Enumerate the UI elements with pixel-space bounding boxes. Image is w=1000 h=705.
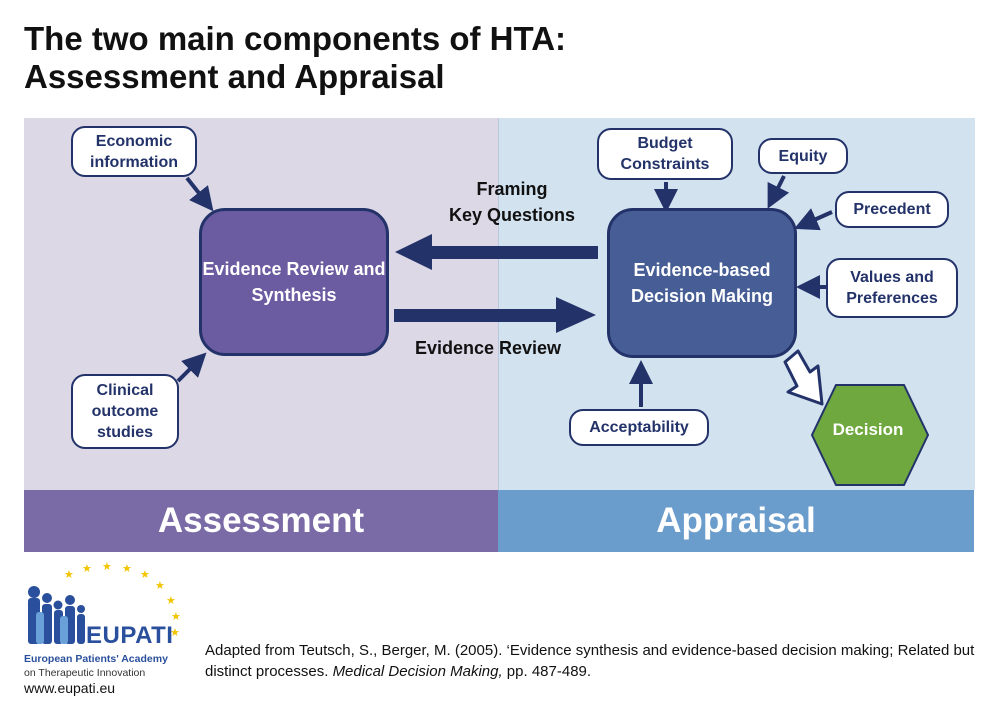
page-title: The two main components of HTA: Assessme… (24, 20, 566, 96)
title-line-2: Assessment and Appraisal (24, 58, 445, 95)
eupati-logo-line-2: on Therapeutic Innovation (24, 667, 146, 679)
node-values-preferences: Values and Preferences (826, 258, 958, 318)
framing-label: Framing Key Questions (412, 176, 612, 228)
eupati-logo-name: EUPATI (86, 622, 174, 649)
decision-arrow (783, 349, 824, 406)
evidence-review-arrow (394, 297, 596, 333)
appraisal-band: Appraisal (498, 490, 974, 552)
svg-text:★: ★ (166, 595, 176, 607)
assessment-band: Assessment (24, 490, 498, 552)
economic-arrow (185, 176, 214, 212)
decision-hexagon (810, 384, 930, 486)
citation-pages: pp. 487-489. (502, 663, 592, 680)
citation-journal: Medical Decision Making, (332, 663, 503, 680)
svg-text:★: ★ (122, 563, 132, 575)
node-budget-constraints: Budget Constraints (597, 128, 733, 180)
svg-text:★: ★ (82, 563, 92, 575)
node-equity: Equity (758, 138, 848, 174)
node-acceptability: Acceptability (569, 409, 709, 446)
eupati-logo-graphic: ★ ★ ★ ★ ★ ★ ★ ★ ★ (28, 562, 181, 644)
precedent-arrow (794, 208, 833, 231)
equity-arrow (767, 175, 790, 209)
node-clinical-outcome-studies: Clinical outcome studies (71, 374, 179, 449)
citation-text: Adapted from Teutsch, S., Berger, M. (20… (205, 642, 975, 680)
svg-text:★: ★ (171, 611, 181, 623)
node-evidence-review-synthesis: Evidence Review and Synthesis (199, 208, 389, 356)
eupati-logo: ★ ★ ★ ★ ★ ★ ★ ★ ★ EUPATI European Pa (24, 562, 194, 702)
title-line-1: The two main components of HTA: (24, 20, 567, 57)
eupati-logo-url: www.eupati.eu (24, 680, 116, 696)
node-evidence-based-decision-making: Evidence-based Decision Making (607, 208, 797, 358)
svg-text:★: ★ (102, 562, 112, 573)
svg-text:★: ★ (64, 569, 74, 581)
framing-label-line-2: Key Questions (448, 205, 576, 225)
node-precedent: Precedent (835, 191, 949, 228)
svg-text:★: ★ (155, 580, 165, 592)
node-economic-information: Economic information (71, 126, 197, 177)
clinical-arrow (176, 352, 207, 383)
framing-arrow (395, 234, 598, 270)
framing-label-line-1: Framing (476, 179, 548, 199)
citation: Adapted from Teutsch, S., Berger, M. (20… (205, 640, 985, 682)
eupati-logo-line-1: European Patients' Academy (24, 653, 168, 665)
svg-text:★: ★ (170, 627, 180, 639)
evidence-review-label: Evidence Review (414, 338, 562, 358)
svg-text:★: ★ (140, 569, 150, 581)
node-decision: Decision (832, 420, 904, 439)
